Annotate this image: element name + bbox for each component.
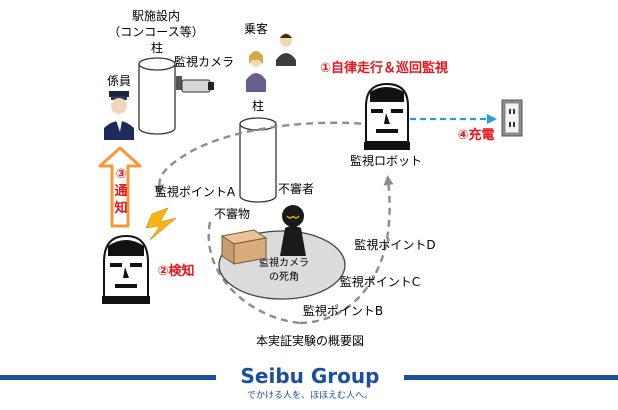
step2-label: ②検知	[157, 263, 194, 279]
seibu-group-logo: Seibu Group	[241, 364, 380, 388]
concourse-label: （コンコース等）	[108, 25, 203, 39]
suspicious-person-label: 不審者	[278, 181, 314, 196]
suspicious-object-icon	[220, 229, 268, 265]
camera-label: 監視カメラ	[174, 54, 234, 69]
step4-label: ④充電	[457, 127, 494, 143]
pillar-center-label: 柱	[252, 98, 264, 113]
passenger-icon	[246, 33, 296, 92]
blind-spot-label-1: 監視カメラ	[259, 256, 309, 269]
detecting-robot-icon	[102, 234, 150, 304]
logo-tagline: でかける人を、ほほえむ人へ。	[247, 390, 373, 401]
diagram-caption: 本実証実験の概要図	[256, 333, 364, 348]
pillar-top-label: 柱	[151, 40, 163, 55]
step1-label: ①自律走行＆巡回監視	[320, 60, 448, 76]
camera-icon	[176, 76, 214, 93]
blind-spot-label-2: の死角	[269, 271, 299, 283]
point-a-label: 監視ポイントA	[155, 184, 236, 199]
point-b-label: 監視ポイントB	[303, 303, 383, 318]
passenger-label: 乗客	[244, 21, 268, 36]
footer-band-left	[0, 375, 216, 380]
step3-char-2: 知	[114, 200, 127, 216]
patrol-route-bottom-left	[207, 221, 301, 325]
pillar-top	[138, 57, 176, 135]
step3-char-1: 通	[114, 183, 127, 199]
station-label: 駅施設内	[132, 8, 180, 23]
suspicious-object-label: 不審物	[214, 206, 250, 221]
step3-number: ③	[115, 167, 126, 182]
lightning-icon	[145, 207, 177, 241]
robot-label: 監視ロボット	[350, 153, 422, 168]
notify-arrow	[98, 146, 142, 228]
footer-band-right	[404, 375, 618, 380]
patrol-route-top	[154, 121, 386, 195]
staff-label: 係員	[107, 74, 131, 88]
point-c-label: 監視ポイントC	[340, 274, 420, 289]
staff-icon	[104, 91, 134, 140]
point-d-label: 監視ポイントD	[354, 237, 435, 252]
pillar-center	[239, 117, 277, 203]
robot-icon	[364, 82, 410, 150]
patrol-route-right	[299, 175, 394, 325]
outlet-icon	[501, 99, 523, 137]
suspicious-person-icon	[280, 205, 306, 256]
